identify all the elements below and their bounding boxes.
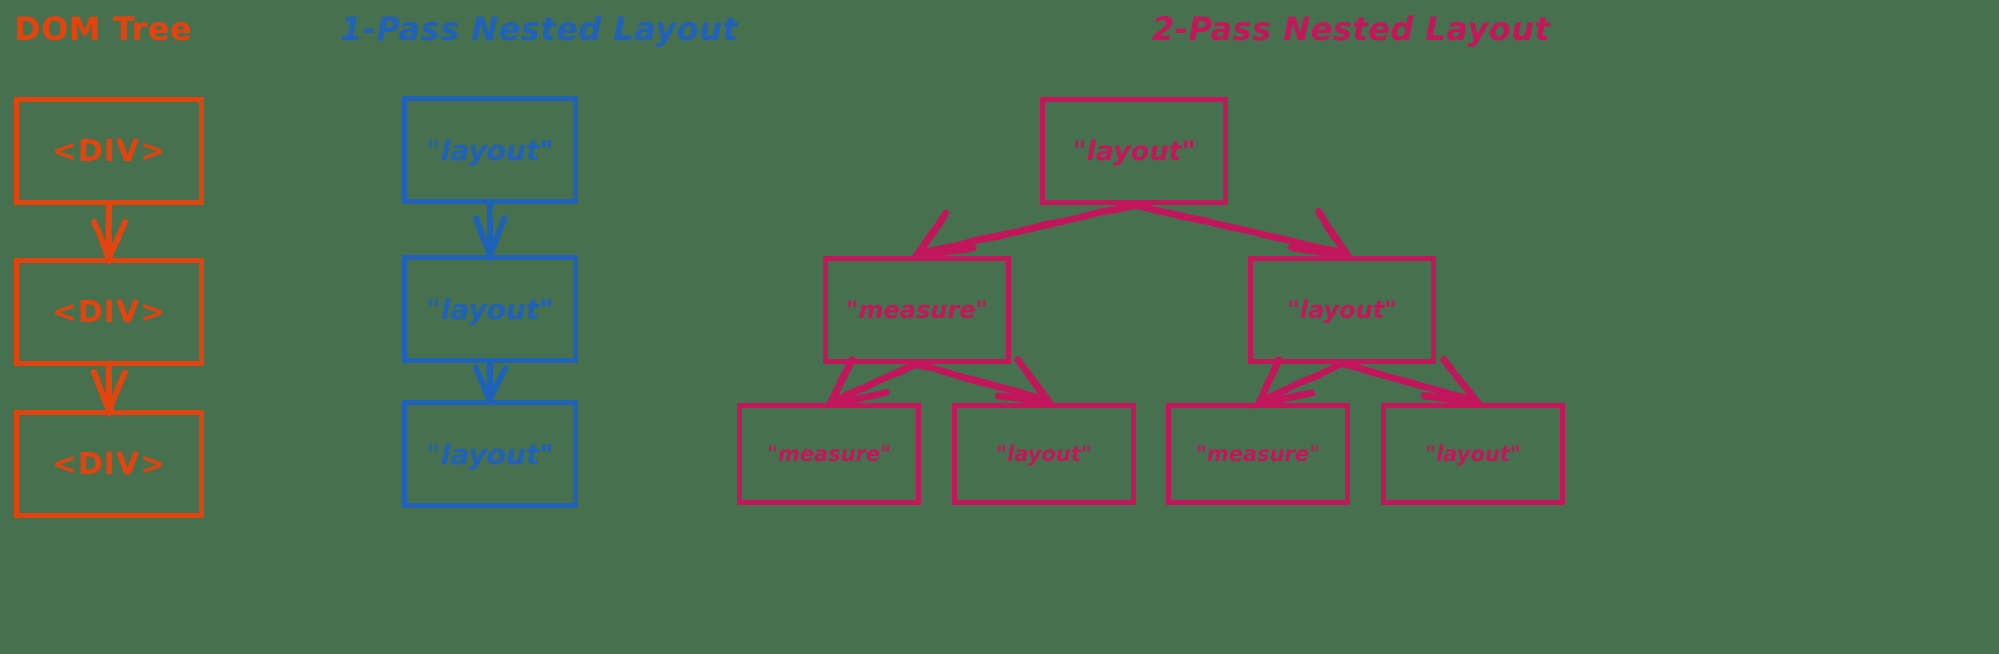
arrow-measure-to-leaf-measure bbox=[823, 356, 921, 409]
twopass-leaf-layout-2-label: "layout" bbox=[1425, 442, 1521, 466]
dom-node-3[interactable]: <DIV> bbox=[14, 410, 204, 518]
twopass-leaf-measure-2-label: "measure" bbox=[1195, 442, 1321, 466]
arrow-twopass-root-right bbox=[1130, 201, 1356, 261]
twopass-leaf-layout-1-label: "layout" bbox=[996, 442, 1092, 466]
heading-dom-tree: DOM Tree bbox=[14, 10, 193, 48]
twopass-leaf-layout-2[interactable]: "layout" bbox=[1381, 403, 1565, 505]
arrow-layout-to-leaf-measure bbox=[1251, 356, 1346, 409]
onepass-node-1[interactable]: "layout" bbox=[402, 96, 578, 204]
heading-one-pass-nested-layout: 1-Pass Nested Layout bbox=[340, 10, 739, 48]
arrow-dom-2-3 bbox=[91, 364, 128, 420]
dom-node-3-label: <DIV> bbox=[51, 446, 167, 482]
twopass-mid-measure-label: "measure" bbox=[846, 296, 988, 324]
dom-node-1[interactable]: <DIV> bbox=[14, 97, 204, 205]
twopass-leaf-layout-1[interactable]: "layout" bbox=[952, 403, 1136, 505]
arrow-onepass-2-3 bbox=[473, 361, 508, 408]
arrow-layout-to-leaf-layout bbox=[1338, 356, 1487, 408]
twopass-mid-measure[interactable]: "measure" bbox=[823, 256, 1011, 364]
arrow-measure-to-leaf-layout bbox=[913, 356, 1058, 408]
twopass-root-layout-label: "layout" bbox=[1072, 135, 1196, 167]
twopass-leaf-measure-2[interactable]: "measure" bbox=[1166, 403, 1350, 505]
onepass-node-2[interactable]: "layout" bbox=[402, 255, 578, 363]
arrow-dom-1-2 bbox=[91, 203, 128, 266]
twopass-root-layout[interactable]: "layout" bbox=[1040, 97, 1228, 205]
twopass-mid-layout[interactable]: "layout" bbox=[1248, 256, 1436, 364]
arrow-onepass-1-2 bbox=[473, 202, 508, 264]
onepass-node-3-label: "layout" bbox=[426, 437, 554, 471]
twopass-leaf-measure-1-label: "measure" bbox=[766, 442, 892, 466]
dom-node-2-label: <DIV> bbox=[51, 294, 167, 330]
onepass-node-3[interactable]: "layout" bbox=[402, 400, 578, 508]
arrow-twopass-root-left bbox=[909, 201, 1138, 261]
onepass-node-2-label: "layout" bbox=[426, 292, 554, 326]
twopass-leaf-measure-1[interactable]: "measure" bbox=[737, 403, 921, 505]
heading-two-pass-nested-layout: 2-Pass Nested Layout bbox=[1152, 10, 1551, 48]
onepass-node-1-label: "layout" bbox=[426, 133, 554, 167]
dom-node-2[interactable]: <DIV> bbox=[14, 258, 204, 366]
dom-node-1-label: <DIV> bbox=[51, 133, 167, 169]
twopass-mid-layout-label: "layout" bbox=[1287, 296, 1397, 324]
